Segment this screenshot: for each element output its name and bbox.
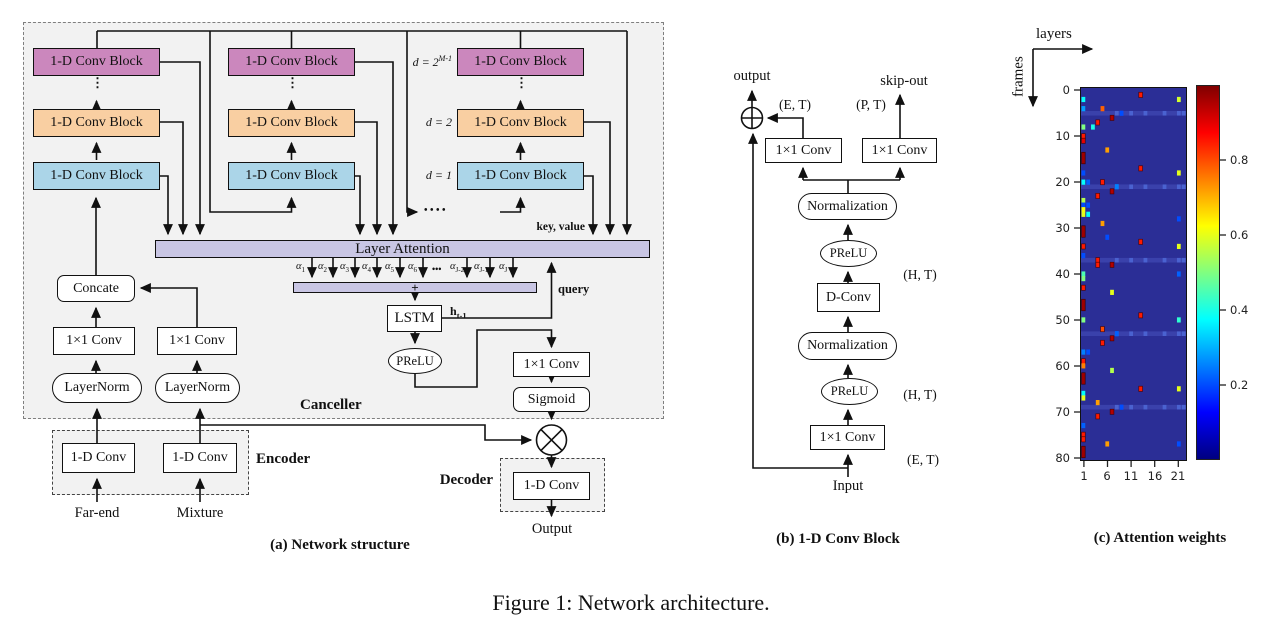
y-tick: 30 (1055, 221, 1070, 235)
sigmoid-box: Sigmoid (513, 387, 590, 412)
lstm-box: LSTM (387, 305, 442, 332)
b-dconv: D-Conv (817, 283, 880, 312)
alpha-label: α2 (318, 261, 328, 275)
ellipsis-vertical: ⋮ (286, 75, 299, 90)
alpha-label: αJ-1 (474, 261, 489, 275)
layernorm-box: LayerNorm (155, 373, 240, 403)
y-tick: 60 (1055, 359, 1070, 373)
c-yaxis-label: frames (1010, 56, 1027, 98)
c-xaxis-label: layers (1036, 26, 1072, 42)
layernorm-box: LayerNorm (52, 373, 142, 403)
panel-c-axes (1028, 44, 1094, 108)
prelu-ellipse: PReLU (388, 348, 442, 374)
conv-block: 1-D Conv Block (228, 48, 355, 76)
decoder-conv-box: 1-D Conv (513, 472, 590, 500)
b-dim-et-top: (E, T) (779, 97, 811, 112)
dilation-label-mid: d = 2 (425, 115, 452, 129)
b-normalization-bottom: Normalization (798, 332, 897, 360)
colorbar-tick: 0.4 (1230, 303, 1249, 317)
alpha-label: αJ-2 (450, 261, 465, 275)
b-conv1x1-left: 1×1 Conv (765, 138, 842, 163)
ellipsis-vertical: ⋮ (515, 75, 528, 90)
alpha-label: α6 (408, 261, 418, 275)
canceller-label: Canceller (300, 397, 362, 413)
conv-block: 1-D Conv Block (457, 48, 584, 76)
colorbar-tick: 0.8 (1230, 153, 1249, 167)
b-dim-ht-bottom: (H, T) (903, 387, 937, 402)
encoder-conv-box: 1-D Conv (163, 443, 237, 473)
conv-block: 1-D Conv Block (228, 162, 355, 190)
x-tick: 1 (1080, 469, 1088, 483)
attention-heatmap (1080, 87, 1187, 461)
panel-c-ticks (1074, 89, 1226, 467)
panel-c-caption: (c) Attention weights (1093, 530, 1227, 546)
conv-block: 1-D Conv Block (33, 48, 160, 76)
output-label: Output (531, 521, 573, 537)
panel-a-caption: (a) Network structure (270, 537, 410, 553)
panel-a-connections (91, 30, 632, 518)
alpha-label: α5 (385, 261, 395, 275)
key-value-label: key, value (536, 221, 585, 233)
alpha-ellipsis: ••• (432, 264, 442, 274)
alpha-label: α4 (362, 261, 372, 275)
x-tick: 11 (1123, 469, 1139, 483)
colorbar-tick: 0.2 (1230, 378, 1249, 392)
conv-block: 1-D Conv Block (228, 109, 355, 137)
conv-block: 1-D Conv Block (33, 109, 160, 137)
y-tick: 0 (1062, 83, 1070, 97)
ellipsis-vertical: ⋮ (91, 75, 104, 90)
x-tick: 21 (1170, 469, 1186, 483)
y-tick: 80 (1055, 451, 1070, 465)
layer-attention-bar: Layer Attention (155, 240, 650, 258)
panel-b-caption: (b) 1-D Conv Block (776, 531, 900, 547)
b-dim-et-bottom: (E, T) (907, 452, 939, 467)
b-skipout-label: skip-out (880, 73, 928, 89)
y-tick: 20 (1055, 175, 1070, 189)
b-normalization-top: Normalization (798, 193, 897, 220)
b-conv1x1-right: 1×1 Conv (862, 138, 937, 163)
panel-b-connections (740, 89, 905, 477)
b-dim-ht-top: (H, T) (903, 267, 937, 282)
b-prelu-bottom: PReLU (821, 378, 878, 405)
concate-box: Concate (57, 275, 135, 302)
colorbar-tick: 0.6 (1230, 228, 1249, 242)
hidden-state-label: ht-1 (450, 304, 467, 321)
b-output-label: output (733, 68, 771, 84)
b-conv1x1-input: 1×1 Conv (810, 425, 885, 450)
dilation-label-top: d = 2M-1 (412, 54, 452, 69)
y-tick: 70 (1055, 405, 1070, 419)
ellipsis-horizontal: • • • • (424, 205, 446, 216)
figure-caption: Figure 1: Network architecture. (492, 590, 770, 615)
y-tick: 40 (1055, 267, 1070, 281)
conv1x1-box: 1×1 Conv (513, 352, 590, 377)
colorbar (1196, 85, 1220, 460)
decoder-label: Decoder (439, 472, 493, 488)
conv-block: 1-D Conv Block (457, 162, 584, 190)
dilation-label-bottom: d = 1 (425, 168, 452, 182)
conv1x1-box: 1×1 Conv (157, 327, 237, 355)
alpha-label: α1 (296, 261, 306, 275)
b-prelu-top: PReLU (820, 240, 877, 267)
query-label: query (558, 282, 590, 296)
conv-block: 1-D Conv Block (457, 109, 584, 137)
x-tick: 6 (1103, 469, 1111, 483)
conv-block: 1-D Conv Block (33, 162, 160, 190)
encoder-label: Encoder (256, 451, 311, 467)
encoder-conv-box: 1-D Conv (62, 443, 135, 473)
conv1x1-box: 1×1 Conv (53, 327, 135, 355)
b-input-label: Input (832, 478, 864, 494)
weighted-sum-bar: + (293, 281, 537, 294)
y-tick: 50 (1055, 313, 1070, 327)
y-tick: 10 (1055, 129, 1070, 143)
mixture-label: Mixture (176, 505, 224, 521)
far-end-label: Far-end (74, 505, 120, 521)
x-tick: 16 (1147, 469, 1163, 483)
b-dim-pt: (P, T) (856, 97, 886, 112)
alpha-label: αJ (499, 261, 508, 275)
alpha-label: α3 (340, 261, 350, 275)
